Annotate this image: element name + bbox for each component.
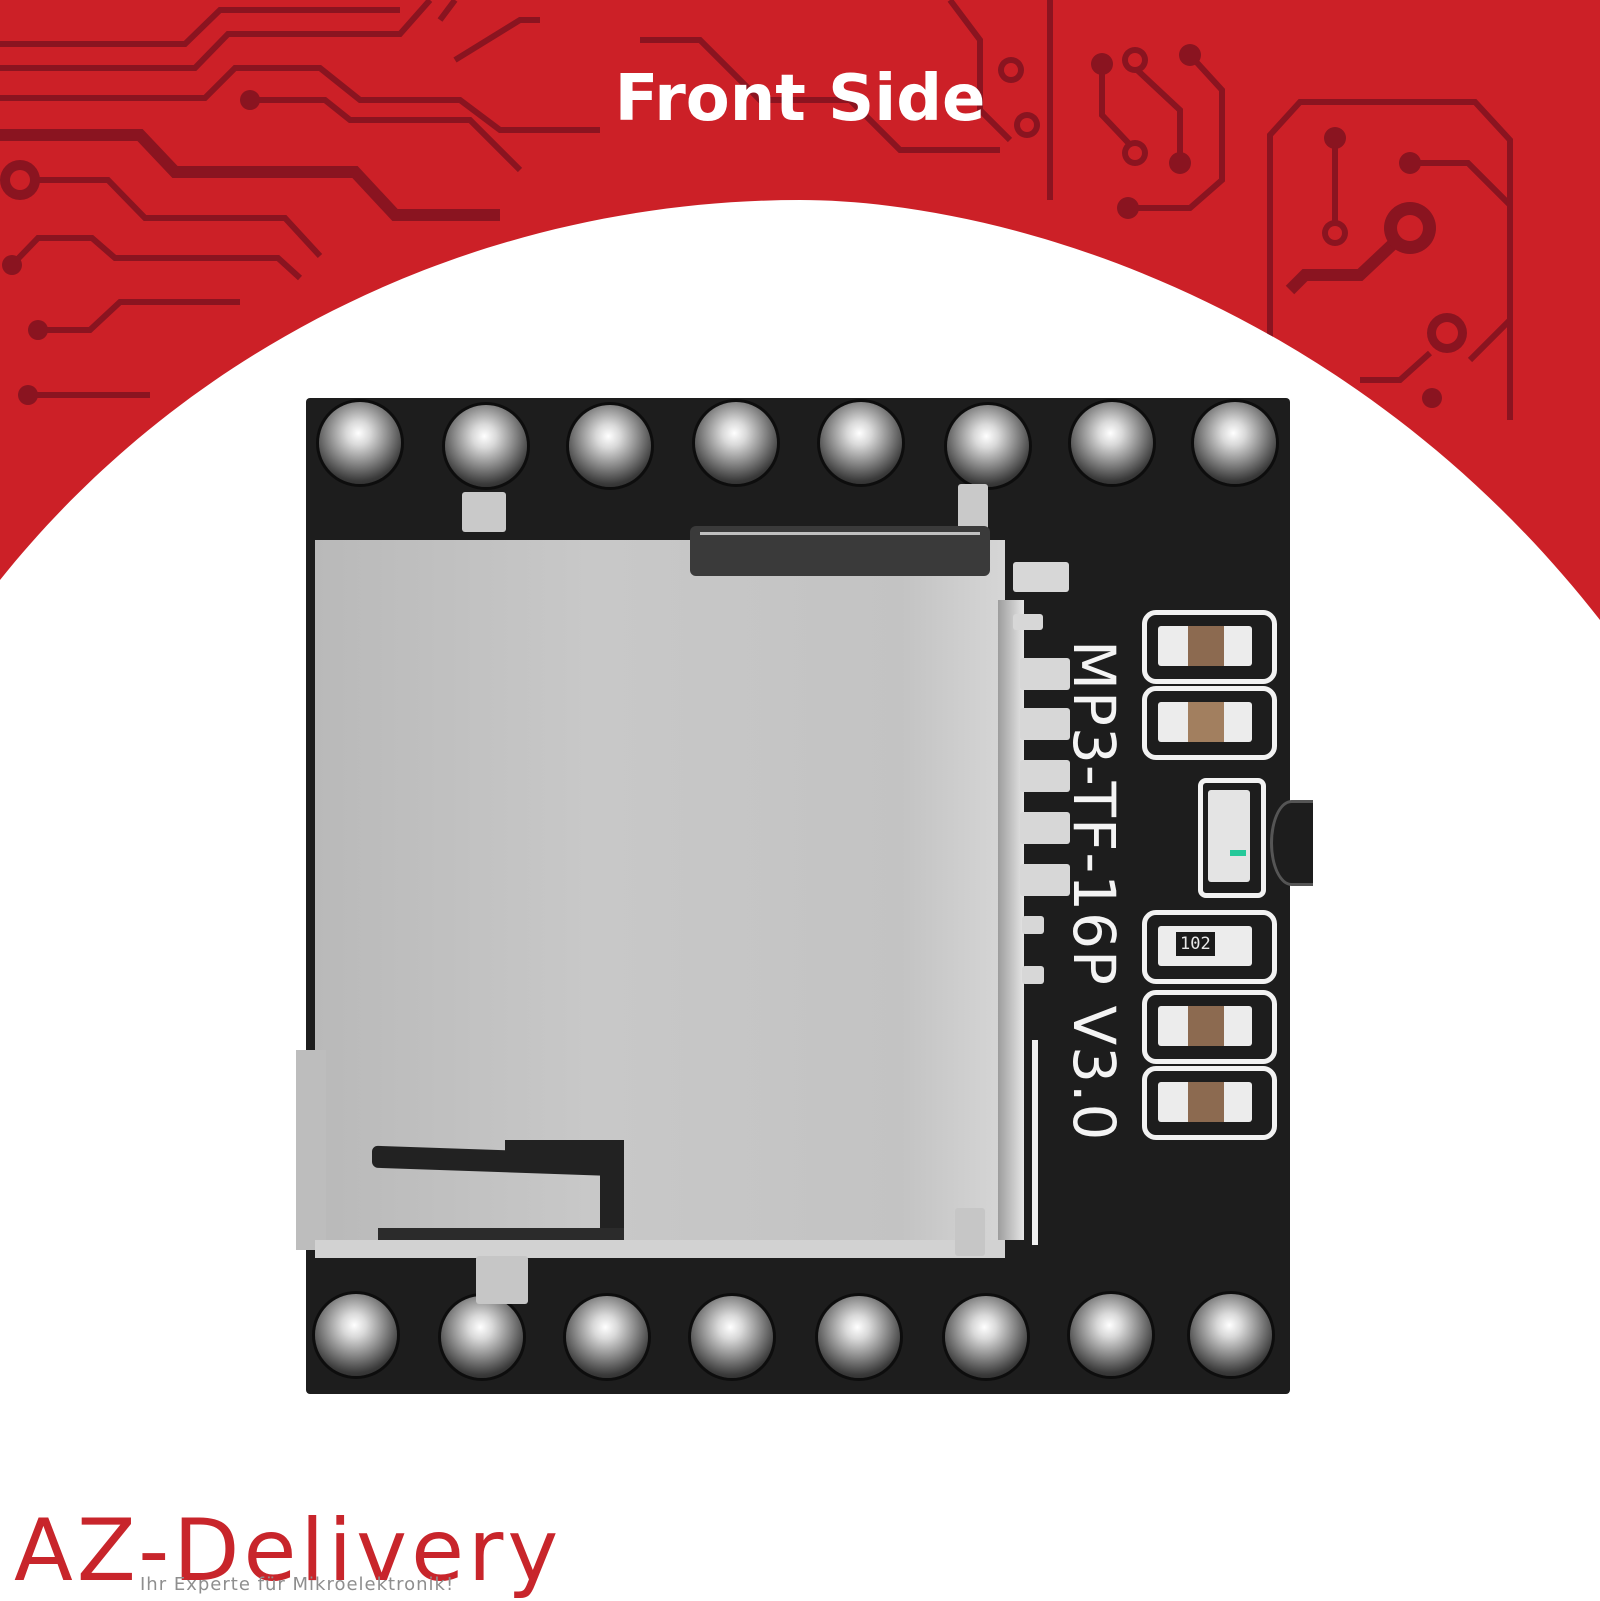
- contact-pad: [1013, 614, 1043, 630]
- contact-pad: [1020, 864, 1070, 896]
- footprint-outline: [1142, 610, 1277, 684]
- footprint-outline: [1142, 990, 1277, 1064]
- slot-lip: [296, 1050, 326, 1250]
- header-pin: [695, 402, 777, 484]
- contact-pad: [1020, 760, 1070, 792]
- header-pin: [315, 1294, 397, 1376]
- board-notch: [1270, 800, 1313, 886]
- slot-tab: [462, 492, 506, 532]
- resistor-marking: 102: [1176, 932, 1215, 956]
- slot-edge: [998, 600, 1024, 1240]
- footprint-outline: [1142, 910, 1277, 984]
- status-led: [1208, 790, 1250, 882]
- header-pin: [566, 1296, 648, 1378]
- contact-pad: [1022, 916, 1044, 934]
- capacitor-body: [1188, 626, 1224, 666]
- page-title: Front Side: [614, 62, 986, 136]
- header-pin: [1190, 1294, 1272, 1376]
- footprint-outline: [1142, 686, 1277, 760]
- slot-bottom-edge: [315, 1240, 1005, 1258]
- contact-pad: [1020, 658, 1070, 690]
- header-pin: [1071, 402, 1153, 484]
- brand-tagline: Ihr Experte für Mikroelektronik!: [140, 1574, 455, 1595]
- slot-tab: [476, 1256, 528, 1304]
- header-pin: [818, 1296, 900, 1378]
- contact-pad: [1013, 562, 1069, 592]
- contact-pad: [1022, 966, 1044, 984]
- slot-latch: [505, 1140, 623, 1158]
- header-pin: [441, 1296, 523, 1378]
- silkscreen-line: [1032, 1040, 1038, 1245]
- slot-tab: [955, 1208, 985, 1256]
- brand-logo: AZ-Delivery: [14, 1501, 563, 1601]
- slot-shield: [315, 540, 1005, 1240]
- footprint-outline: [1142, 1066, 1277, 1140]
- led-outline: [1198, 778, 1266, 898]
- contact-pad: [1020, 708, 1070, 740]
- slot-spring-wire: [700, 532, 980, 545]
- contact-pad: [1020, 812, 1070, 844]
- header-pin: [820, 402, 902, 484]
- capacitor-body: [1188, 1082, 1224, 1122]
- led-indicator: [1230, 850, 1246, 856]
- header-pin: [319, 402, 401, 484]
- header-pin: [445, 405, 527, 487]
- header-pin: [1194, 402, 1276, 484]
- capacitor-body: [1188, 1006, 1224, 1046]
- header-pin: [945, 1296, 1027, 1378]
- header-pin: [1070, 1294, 1152, 1376]
- header-pin: [691, 1296, 773, 1378]
- slot-latch: [600, 1140, 624, 1240]
- capacitor-body: [1188, 702, 1224, 742]
- header-pin: [947, 405, 1029, 487]
- header-pin: [569, 405, 651, 487]
- silkscreen-label: MP3-TF-16P V3.0: [1060, 640, 1128, 1142]
